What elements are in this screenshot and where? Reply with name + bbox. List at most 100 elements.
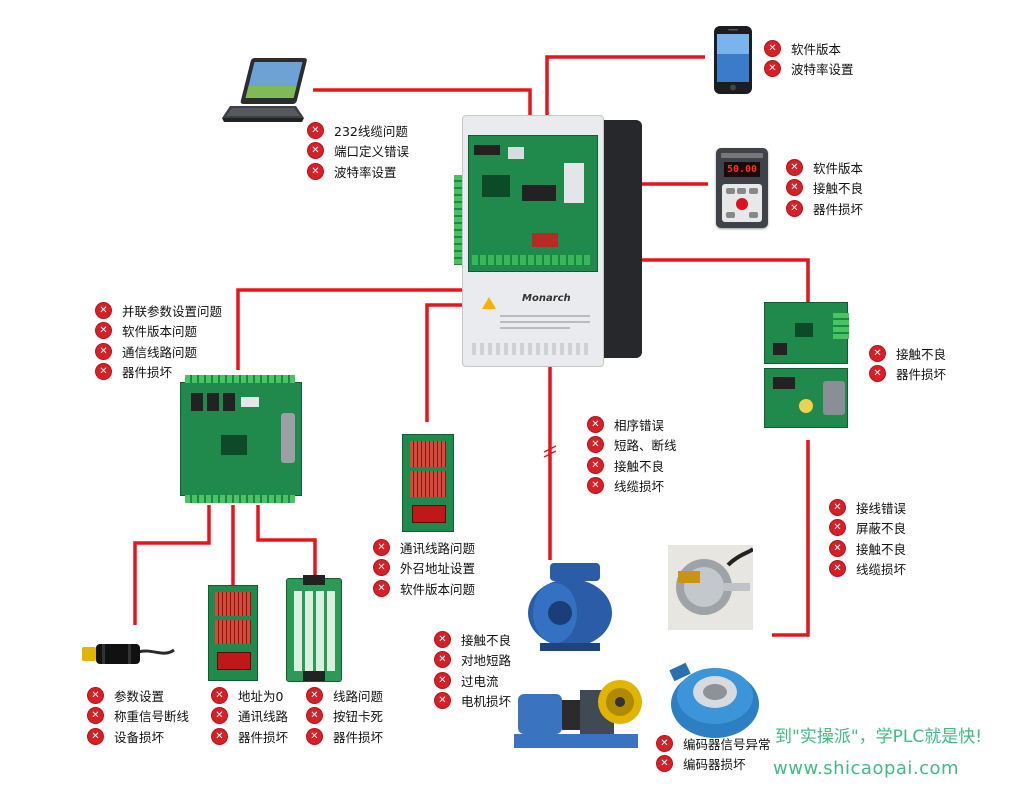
x-circle-icon: ✕ [870, 345, 885, 361]
cable-break-mark [543, 445, 557, 458]
board-fault-list: ✕并联参数设置问题✕软件版本问题✕通信线路问题✕器件损坏 [96, 300, 222, 382]
keypad-button [749, 188, 758, 194]
car-display-fault-list: ✕地址为0✕通讯线路✕器件损坏 [212, 685, 288, 747]
fault-item: ✕器件损坏 [870, 364, 946, 385]
fault-label: 按钮卡死 [333, 709, 384, 725]
fault-label: 软件版本 [791, 41, 842, 57]
x-circle-icon: ✕ [830, 561, 845, 577]
fault-label: 通讯线路问题 [400, 540, 476, 556]
button-panel-board [286, 575, 342, 682]
fault-item: ✕软件版本问题 [374, 578, 475, 599]
watermark-slogan: 到"实操派"，学PLC就是快! [775, 727, 983, 747]
x-circle-icon: ✕ [308, 122, 323, 138]
fault-label: 器件损坏 [122, 365, 173, 381]
wire-encoder [772, 440, 810, 637]
wire-board [236, 278, 502, 370]
x-circle-icon: ✕ [308, 143, 323, 159]
x-circle-icon: ✕ [588, 437, 603, 453]
x-circle-icon: ✕ [308, 163, 323, 179]
laptop-image [222, 58, 307, 122]
load-sensor-image [82, 644, 175, 664]
fault-item: ✕ 接触不良 [435, 629, 511, 650]
fault-label: 接触不良 [813, 181, 864, 197]
watermark-url: www.shicaopai.com [773, 758, 960, 779]
fault-item: ✕ 编码器信号异常 [657, 733, 771, 754]
x-circle-icon: ✕ [96, 343, 111, 359]
fault-item: ✕ 屏蔽不良 [830, 518, 906, 539]
fault-item: ✕线路问题 [307, 685, 383, 706]
fault-label: 接触不良 [896, 346, 947, 362]
x-circle-icon: ✕ [212, 728, 227, 744]
x-circle-icon: ✕ [435, 672, 450, 688]
warning-label [482, 297, 496, 309]
x-circle-icon: ✕ [588, 457, 603, 473]
fault-item: ✕器件损坏 [96, 362, 222, 383]
fault-label: 器件损坏 [896, 367, 947, 383]
x-circle-icon: ✕ [588, 416, 603, 432]
fault-item: ✕电机损坏 [435, 691, 511, 712]
fault-item: ✕称重信号断线 [88, 706, 189, 727]
fault-item: ✕对地短路 [435, 650, 511, 671]
fault-label: 地址为0 [238, 688, 284, 704]
fault-item: ✕ 接触不良 [870, 343, 946, 364]
sensor-fault-list: ✕参数设置✕称重信号断线✕设备损坏 [88, 685, 189, 747]
x-circle-icon: ✕ [787, 200, 802, 216]
fault-label: 短路、断线 [614, 438, 677, 454]
fault-label: 器件损坏 [813, 201, 864, 217]
fault-item: ✕波特率设置 [765, 59, 854, 80]
x-circle-icon: ✕ [374, 580, 389, 596]
pg-card-top [764, 302, 849, 364]
fault-item: ✕线缆损坏 [830, 559, 906, 580]
traction-motor-image [528, 563, 612, 651]
phone-fault-list: ✕软件版本✕波特率设置 [765, 38, 854, 79]
fault-label: 波特率设置 [791, 62, 854, 78]
fault-label: 过电流 [461, 673, 499, 689]
control-board [468, 135, 598, 272]
x-circle-icon: ✕ [88, 687, 103, 703]
fault-item: ✕波特率设置 [308, 161, 409, 182]
x-circle-icon: ✕ [657, 735, 672, 751]
fault-label: 接触不良 [461, 632, 512, 648]
x-circle-icon: ✕ [830, 520, 845, 536]
x-circle-icon: ✕ [657, 756, 672, 772]
keypad-button [737, 188, 746, 194]
fault-item: ✕软件版本 [765, 38, 854, 59]
fault-item: ✕接触不良 [830, 538, 906, 559]
x-circle-icon: ✕ [96, 302, 111, 318]
keypad-fault-list: ✕软件版本✕接触不良✕器件损坏 [787, 157, 863, 219]
fault-label: 线路问题 [333, 688, 384, 704]
fault-item: ✕接触不良 [588, 455, 677, 476]
x-circle-icon: ✕ [787, 180, 802, 196]
x-circle-icon: ✕ [307, 708, 322, 724]
elevator-inverter: Monarch [454, 115, 644, 367]
operator-keypad: 50.00 [716, 148, 768, 228]
fault-label: 器件损坏 [238, 729, 289, 745]
fault-item: ✕ 器件损坏 [212, 726, 288, 747]
fault-label: 编码器信号异常 [683, 736, 771, 752]
fault-item: ✕ 按钮卡死 [307, 706, 383, 727]
fault-label: 端口定义错误 [334, 144, 410, 160]
keypad-button [749, 212, 758, 218]
fault-item: ✕ 线缆损坏 [588, 476, 677, 497]
x-circle-icon: ✕ [212, 708, 227, 724]
fault-label: 编码器损坏 [683, 757, 746, 773]
fault-label: 并联参数设置问题 [122, 303, 223, 319]
fault-item: ✕外召地址设置 [374, 558, 475, 579]
encoder-fault-list: ✕ 编码器信号异常 ✕ 编码器损坏 [657, 733, 771, 774]
fault-label: 相序错误 [614, 417, 665, 433]
fault-label: 屏蔽不良 [856, 521, 907, 537]
laptop-fault-list: ✕ 232线缆问题 ✕ 端口定义错误✕波特率设置 [308, 120, 409, 182]
fault-item: ✕软件版本问题 [96, 321, 222, 342]
wire-button-panel [256, 505, 317, 578]
fault-label: 通信线路问题 [122, 344, 198, 360]
fault-label: 器件损坏 [333, 729, 384, 745]
x-circle-icon: ✕ [435, 631, 450, 647]
phone-image [714, 26, 752, 94]
fault-item: ✕设备损坏 [88, 726, 189, 747]
fault-item: ✕ 并联参数设置问题 [96, 300, 222, 321]
fault-label: 232线缆问题 [334, 123, 408, 139]
fault-label: 线缆损坏 [614, 479, 665, 495]
x-circle-icon: ✕ [435, 652, 450, 668]
x-circle-icon: ✕ [830, 540, 845, 556]
x-circle-icon: ✕ [588, 478, 603, 494]
